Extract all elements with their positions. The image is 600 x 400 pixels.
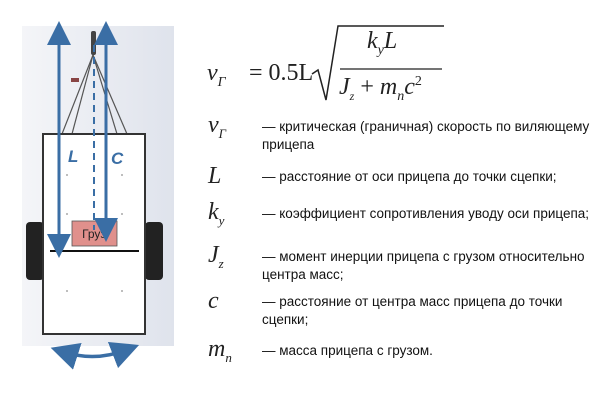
symbol-c: c bbox=[208, 288, 219, 314]
formula-denominator: Jz + mnc2 bbox=[339, 74, 422, 104]
wheel-right bbox=[145, 222, 163, 280]
definition-J: — момент инерции прицепа с грузом относи… bbox=[262, 249, 585, 282]
definition-v: — критическая (граничная) скорость по ви… bbox=[262, 119, 590, 152]
sway-arrow bbox=[50, 341, 140, 370]
formula-lhs: vГ bbox=[207, 60, 226, 90]
jockey-wheel bbox=[71, 78, 79, 82]
symbol-J: Jz bbox=[208, 242, 224, 271]
definition-k: — коэффициент сопротивления уводу оси пр… bbox=[262, 206, 590, 221]
definition-L: — расстояние от оси прицепа до точки сце… bbox=[262, 169, 557, 184]
label-C: C bbox=[111, 149, 124, 168]
definition-c: — расстояние от центра масс прицепа до т… bbox=[262, 294, 563, 327]
wheel-left bbox=[26, 222, 44, 280]
symbol-k: ky bbox=[208, 199, 225, 228]
trailer-diagram: Груз L C bbox=[22, 20, 174, 370]
symbol-m: mn bbox=[208, 336, 232, 365]
symbol-L: L bbox=[208, 163, 222, 189]
formula-coef: = 0.5L bbox=[249, 60, 314, 86]
sqrt-sign bbox=[311, 25, 444, 101]
label-L: L bbox=[68, 147, 78, 166]
formula-numerator: kyL bbox=[367, 28, 398, 58]
symbol-v: vГ bbox=[208, 112, 227, 141]
definition-m: — масса прицепа с грузом. bbox=[262, 343, 433, 358]
